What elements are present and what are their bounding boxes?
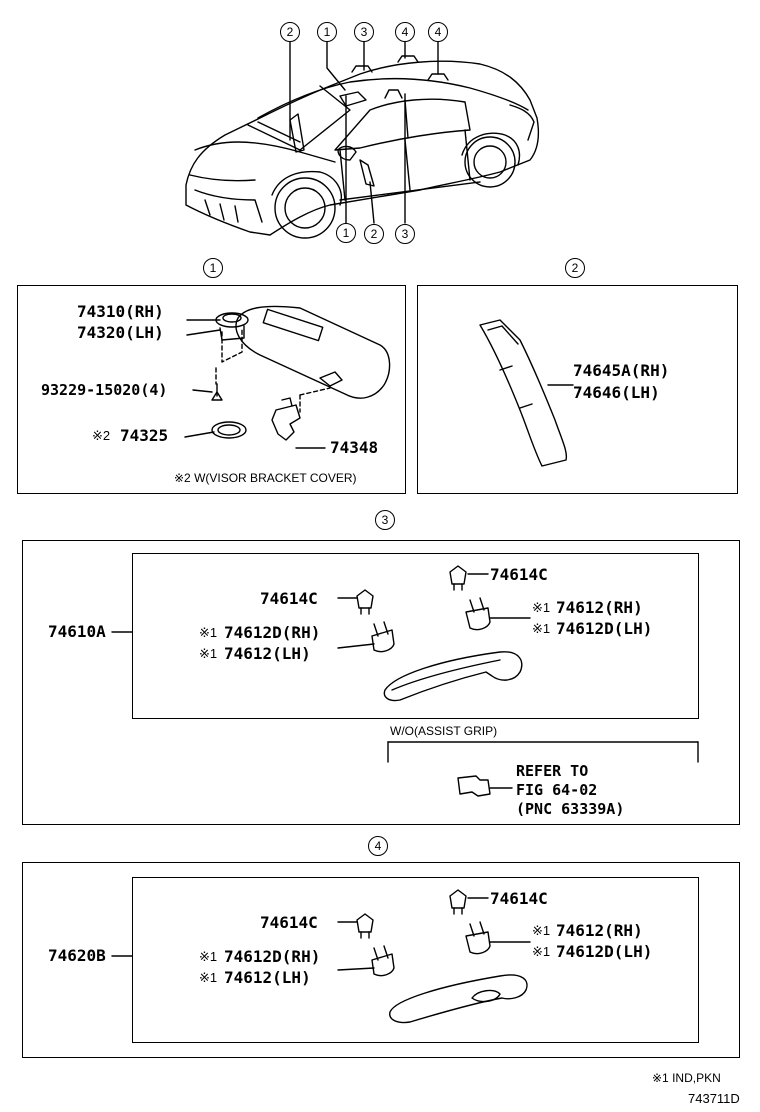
panel4-right-rh: 74612(RH) xyxy=(556,921,643,940)
panel3-mark-left-lh: ※1 xyxy=(199,646,218,661)
panel1-part-lh: 74320(LH) xyxy=(77,323,164,342)
panel3-mark-lh: ※1 xyxy=(532,621,551,636)
panel3-clip-left: 74614C xyxy=(260,589,318,608)
panel3-refer-line1: REFER TO xyxy=(516,762,589,780)
panel4-mark-lh: ※1 xyxy=(532,944,551,959)
panel4-mark-left-rh: ※1 xyxy=(199,949,218,964)
callout-2-bottom: 2 xyxy=(364,224,384,244)
panel1-callout: 1 xyxy=(203,258,223,278)
panel1-part-rh: 74310(RH) xyxy=(77,302,164,321)
panel4-left-lh: 74612(LH) xyxy=(224,968,311,987)
panel4-assembly: 74620B xyxy=(48,946,106,965)
panel3-assembly: 74610A xyxy=(48,622,106,641)
panel1-screw: 93229-15020(4) xyxy=(41,381,168,399)
panel4-right-lh: 74612D(LH) xyxy=(556,942,653,961)
panel1-cover: 74325 xyxy=(120,426,169,445)
callout-3-bottom: 3 xyxy=(395,224,415,244)
panel3-inner-box xyxy=(132,553,699,719)
panel2-part-rh: 74645A(RH) xyxy=(573,361,670,380)
panel3-left-lh: 74612(LH) xyxy=(224,644,311,663)
panel1-note: ※2 W(VISOR BRACKET COVER) xyxy=(174,471,357,485)
panel2-callout: 2 xyxy=(565,258,585,278)
panel1-parts xyxy=(184,305,391,449)
panel3-refer-line2: FIG 64-02 xyxy=(516,781,598,799)
panel1-box xyxy=(17,285,406,494)
panel3-callout: 3 xyxy=(375,510,395,530)
panel3-refer-line3: (PNC 63339A) xyxy=(516,800,625,818)
panel4-mark-left-lh: ※1 xyxy=(199,970,218,985)
panel4-mark-rh: ※1 xyxy=(532,923,551,938)
panel4-clip-right: 74614C xyxy=(490,889,548,908)
callout-4-top-b: 4 xyxy=(428,22,448,42)
panel2-box xyxy=(417,285,738,494)
panel3-right-lh: 74612D(LH) xyxy=(556,619,653,638)
panel4-left-rh: 74612D(RH) xyxy=(224,947,321,966)
panel2-part-lh: 74646(LH) xyxy=(573,383,660,402)
callout-3-top: 3 xyxy=(354,22,374,42)
panel3-box xyxy=(22,540,740,825)
figure-id: 743711D xyxy=(688,1091,740,1106)
callout-1-bottom: 1 xyxy=(336,223,356,243)
panel3-left-rh: 74612D(RH) xyxy=(224,623,321,642)
callout-1-top: 1 xyxy=(317,22,337,42)
panel4-callout: 4 xyxy=(368,836,388,856)
callout-4-top-a: 4 xyxy=(395,22,415,42)
panel3-clip-right: 74614C xyxy=(490,565,548,584)
panel3-wo-label: W/O(ASSIST GRIP) xyxy=(390,724,498,738)
panel2-parts xyxy=(479,319,574,467)
panel4-clip-left: 74614C xyxy=(260,913,318,932)
panel1-clip: 74348 xyxy=(330,438,379,457)
panel3-mark-left-rh: ※1 xyxy=(199,625,218,640)
panel3-right-rh: 74612(RH) xyxy=(556,598,643,617)
panel3-parts xyxy=(111,565,699,797)
panel4-box xyxy=(22,862,740,1058)
panel4-inner-box xyxy=(132,877,699,1043)
car-illustration xyxy=(185,41,539,239)
panel1-cover-mark: ※2 xyxy=(92,428,111,443)
callout-2-top: 2 xyxy=(280,22,300,42)
panel4-parts xyxy=(111,889,531,1024)
panel3-mark-rh: ※1 xyxy=(532,600,551,615)
footer-note: ※1 IND,PKN xyxy=(652,1071,721,1085)
